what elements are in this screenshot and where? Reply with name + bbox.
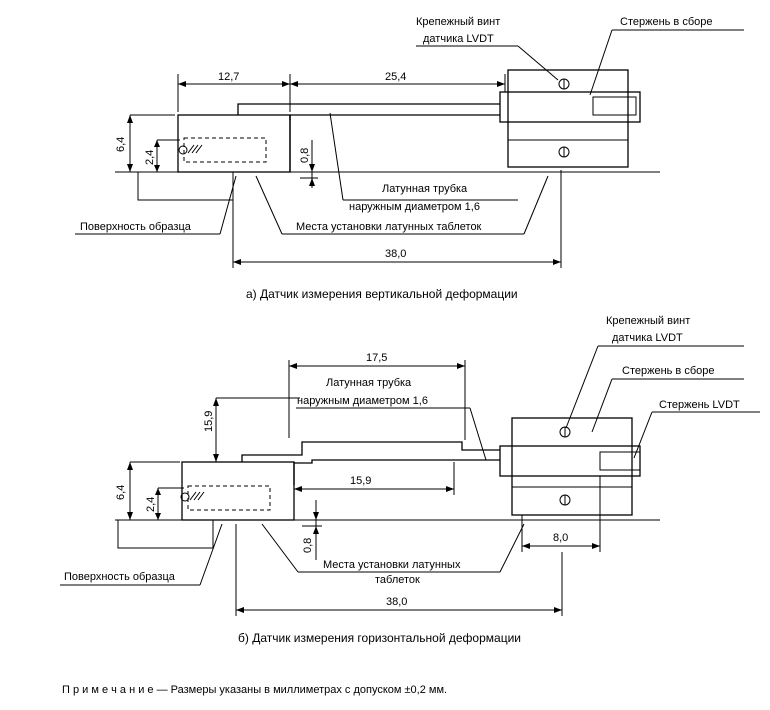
dim-6-4-a: 6,4: [115, 137, 127, 152]
label-screw-b-2: датчика LVDT: [612, 332, 683, 344]
label-tube-b-2: наружным диаметром 1,6: [297, 395, 428, 407]
label-lvdt-rod: Стержень LVDT: [659, 399, 740, 411]
rod-end: [592, 96, 637, 116]
dim-38-a: 38,0: [385, 248, 406, 260]
dim-12-7: 12,7: [218, 71, 239, 83]
lvdt-core-tube-b: [499, 445, 641, 477]
arm-b-mid: [293, 459, 452, 485]
label-screw-a-2: датчика LVDT: [423, 33, 494, 45]
label-tube-a-2: наружным диаметром 1,6: [349, 201, 480, 213]
diagram-vertical: 12,7 25,4 6,4 2,4 0,8 Латунная трубка на…: [75, 16, 744, 301]
lvdt-core-tube: [499, 91, 641, 123]
caption-a: а) Датчик измерения вертикальной деформа…: [246, 287, 518, 301]
left-holder: [177, 114, 291, 173]
label-screw-b: Крепежный винт: [606, 315, 690, 327]
pivot-circle: [178, 145, 188, 155]
dim-38-b: 38,0: [386, 596, 407, 608]
label-tablets-b-2: таблеток: [375, 574, 420, 586]
hidden-slot: [183, 137, 267, 163]
note-text: — Размеры указаны в миллиметрах с допуск…: [154, 684, 448, 696]
lvdt-body: [507, 69, 629, 168]
lvdt-body-b: [511, 417, 633, 516]
dim-15-9-h: 15,9: [350, 475, 371, 487]
label-tablets-b-1: Места установки латунных: [323, 559, 461, 571]
specimen-block-b: [117, 519, 214, 549]
dim-17-5: 17,5: [366, 352, 387, 364]
specimen-block: [137, 171, 234, 201]
rod-end-b: [599, 451, 641, 471]
diagram-horizontal: 17,5 Латунная трубка наружным диаметром …: [60, 315, 760, 645]
arm-b-top: [241, 441, 500, 462]
label-tube-a-1: Латунная трубка: [382, 183, 468, 195]
label-rod-a: Стержень в сборе: [620, 16, 713, 28]
dim-0-8-b: 0,8: [302, 538, 314, 553]
label-rod-b: Стержень в сборе: [622, 365, 715, 377]
dim-0-8-a: 0,8: [299, 148, 311, 163]
caption-b: б) Датчик измерения горизонтальной дефор…: [238, 631, 521, 645]
dim-2-4-b: 2,4: [145, 497, 157, 512]
label-tablets-a: Места установки латунных таблеток: [296, 221, 482, 233]
dim-25-4: 25,4: [385, 71, 406, 83]
arm-top: [237, 103, 500, 115]
hidden-slot-b: [187, 485, 271, 511]
label-surface-b: Поверхность образца: [64, 571, 176, 583]
dim-8-0: 8,0: [553, 532, 568, 544]
dim-15-9-v: 15,9: [203, 411, 215, 432]
label-surface-a: Поверхность образца: [80, 221, 192, 233]
note-prefix: П р и м е ч а н и е: [62, 684, 154, 696]
pivot-circle-b: [180, 492, 190, 502]
label-tube-b-1: Латунная трубка: [326, 377, 412, 389]
dim-2-4-a: 2,4: [144, 150, 156, 165]
dim-6-4-b: 6,4: [115, 485, 127, 500]
left-holder-b: [181, 461, 295, 521]
note: П р и м е ч а н и е — Размеры указаны в …: [62, 684, 447, 696]
label-screw-a: Крепежный винт: [416, 16, 500, 28]
